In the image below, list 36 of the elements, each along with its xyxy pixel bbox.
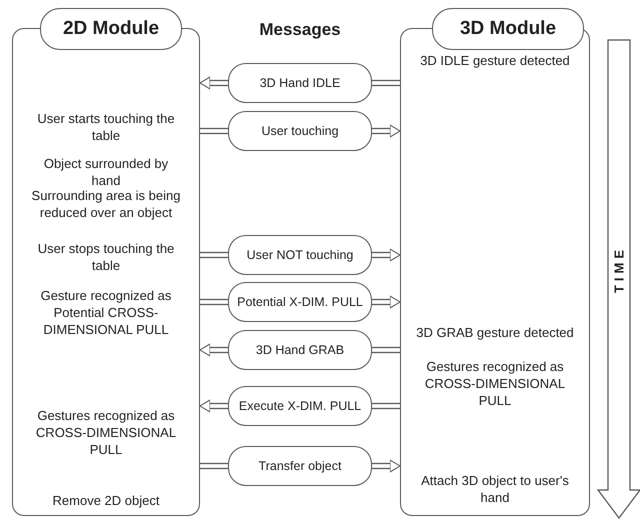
message-box: Potential X-DIM. PULL [228, 282, 372, 322]
event-text: Gestures recognized as CROSS-DIMENSIONAL PULL [424, 358, 566, 409]
module-title: 2D Module [40, 8, 182, 50]
arrow [371, 296, 400, 308]
event-text: User stops touching the table [36, 240, 176, 274]
arrow [199, 128, 229, 134]
arrow [371, 402, 401, 410]
arrow [371, 124, 400, 138]
event-text: Gesture recognized as Potential CROSS-DIMENSIONAL PULL [40, 287, 172, 338]
column-heading: Messages [258, 20, 342, 40]
message-box: Transfer object [228, 446, 372, 486]
arrow [371, 248, 400, 262]
arrow [199, 252, 229, 258]
arrow [200, 400, 229, 412]
event-text: 3D GRAB gesture detected [416, 324, 574, 341]
module-title: 3D Module [432, 8, 584, 50]
event-text: 3D IDLE gesture detected [419, 52, 571, 69]
message-box: User touching [228, 111, 372, 151]
arrow [371, 346, 401, 354]
message-box: Execute X-DIM. PULL [228, 386, 372, 426]
event-text: Object surrounded by hand [42, 155, 170, 189]
message-box: 3D Hand GRAB [228, 330, 372, 370]
arrow [199, 298, 229, 306]
arrow [200, 76, 229, 90]
event-text: User starts touching the table [36, 110, 176, 144]
arrow [200, 344, 229, 356]
arrow [199, 462, 229, 470]
event-text: Remove 2D object [52, 492, 160, 509]
message-box: 3D Hand IDLE [228, 63, 372, 103]
arrow [371, 460, 400, 472]
arrow [371, 80, 401, 86]
event-text: Surrounding area is being reduced over an object [30, 187, 182, 221]
message-box: User NOT touching [228, 235, 372, 275]
event-text: Attach 3D object to user's hand [420, 472, 570, 506]
event-text: Gestures recognized as CROSS-DIMENSIONAL PULL [34, 407, 178, 458]
time-label: TIME [612, 244, 626, 296]
